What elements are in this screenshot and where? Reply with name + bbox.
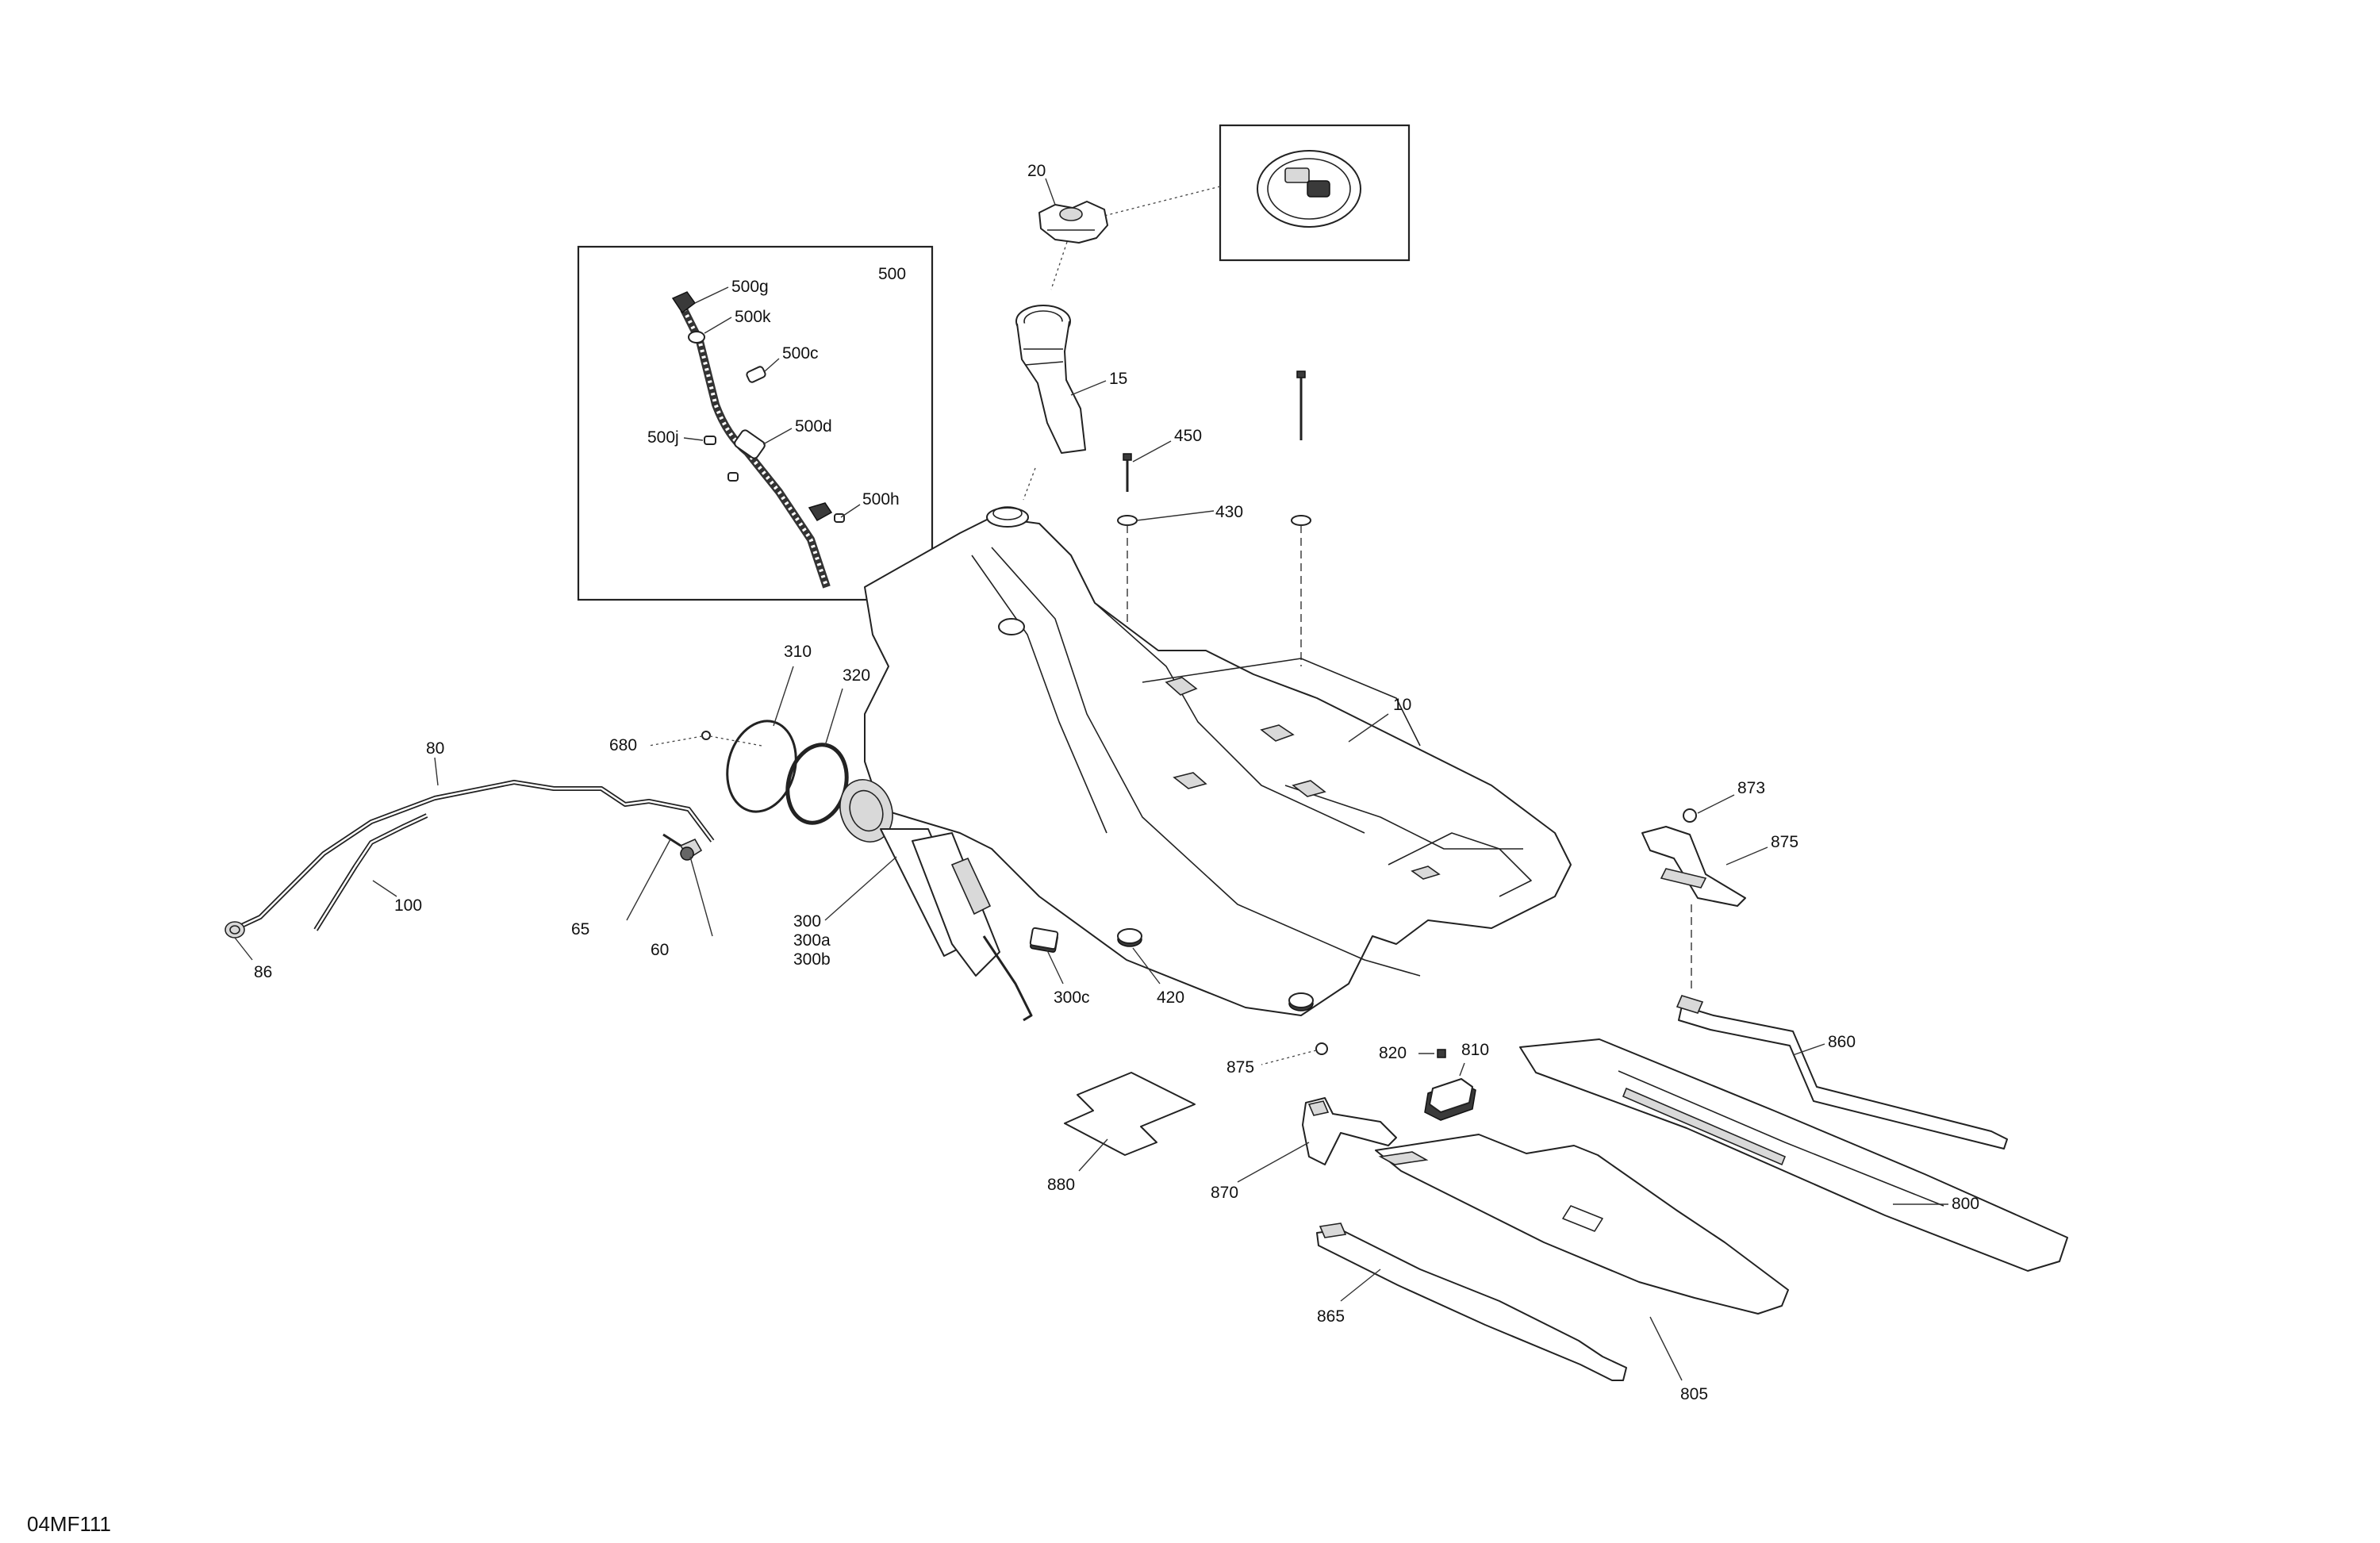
- callout-86: 86: [254, 963, 272, 981]
- vent-lines: [225, 757, 715, 961]
- callout-10: 10: [1393, 696, 1411, 714]
- callout-800: 800: [1952, 1195, 1979, 1213]
- callout-500: 500: [878, 265, 906, 283]
- side-strap-865: [1316, 1223, 1627, 1381]
- callout-420: 420: [1157, 988, 1184, 1007]
- fuel-tank-10: [864, 506, 1572, 1016]
- callout-805: 805: [1680, 1385, 1708, 1403]
- callout-500g: 500g: [731, 278, 769, 296]
- fuel-pump-300: [824, 779, 1064, 1022]
- callout-310: 310: [784, 643, 812, 661]
- callout-300b: 300b: [793, 950, 831, 969]
- fuel-cap-20: [1038, 178, 1108, 290]
- callout-810: 810: [1461, 1041, 1489, 1059]
- bracket-870: [1237, 1042, 1397, 1183]
- callout-80: 80: [426, 739, 444, 758]
- callout-680: 680: [609, 736, 637, 754]
- callout-300c: 300c: [1054, 988, 1090, 1007]
- floor-plate-805: [1375, 1134, 1789, 1381]
- callout-870: 870: [1211, 1184, 1238, 1202]
- clip-810-820: [1418, 1049, 1476, 1121]
- callout-100: 100: [394, 896, 422, 915]
- callout-65: 65: [571, 920, 589, 938]
- rings-310-320: [726, 666, 849, 825]
- callout-875-right: 875: [1771, 833, 1798, 851]
- callout-20: 20: [1027, 162, 1046, 180]
- callout-500d: 500d: [795, 417, 832, 436]
- filler-neck-15: [1015, 305, 1107, 501]
- callout-875-left: 875: [1226, 1058, 1254, 1077]
- callout-450: 450: [1174, 427, 1202, 445]
- diagram-code: 04MF111: [27, 1512, 111, 1536]
- inset-box-500: [577, 245, 934, 601]
- callout-320: 320: [843, 666, 870, 685]
- callout-15: 15: [1109, 370, 1127, 388]
- callout-500c: 500c: [782, 344, 819, 363]
- callout-430: 430: [1215, 503, 1243, 521]
- callout-860: 860: [1828, 1033, 1856, 1051]
- callout-300: 300: [793, 912, 821, 931]
- callout-300a: 300a: [793, 931, 831, 950]
- callout-60: 60: [651, 941, 669, 959]
- bolts-450-430: [1117, 370, 1311, 936]
- callout-500h: 500h: [862, 490, 900, 509]
- heat-shield-800: [1519, 1038, 2068, 1272]
- callout-500j: 500j: [647, 428, 679, 447]
- callout-865: 865: [1317, 1307, 1345, 1326]
- inset-box-cap-detail: [1094, 124, 1411, 262]
- part-680: [648, 731, 762, 747]
- grommets-420: [1117, 928, 1314, 1011]
- callout-880: 880: [1047, 1176, 1075, 1194]
- bracket-strap-860: [1641, 794, 2008, 1150]
- pad-880: [1064, 1072, 1196, 1172]
- callout-873: 873: [1737, 779, 1765, 797]
- callout-500k: 500k: [735, 308, 771, 326]
- callout-820: 820: [1379, 1044, 1407, 1062]
